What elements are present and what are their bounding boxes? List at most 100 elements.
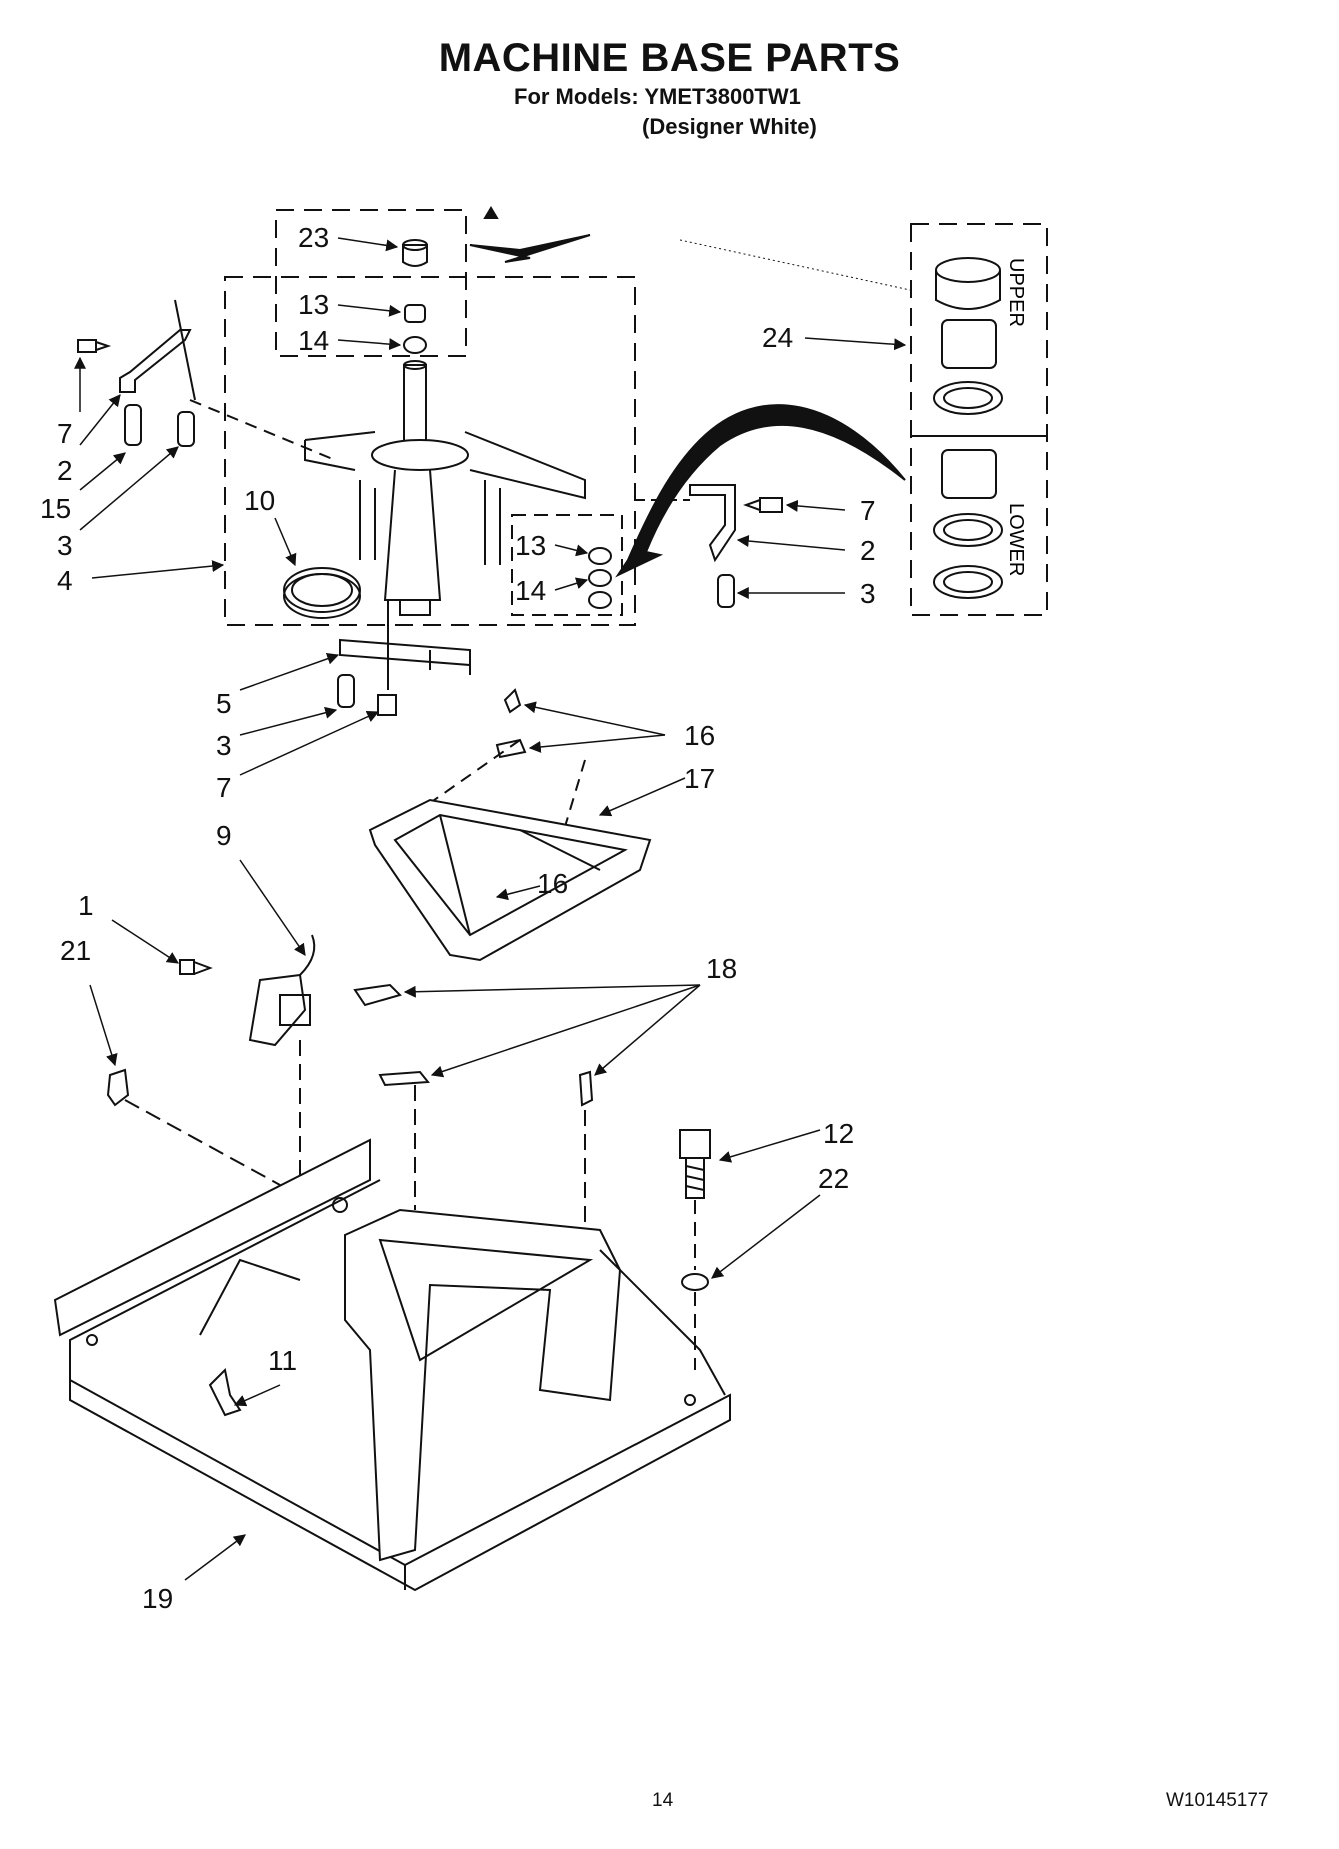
callout-3a: 3	[57, 530, 73, 561]
washer-13-lower	[588, 547, 612, 565]
clip-21-dash	[124, 1099, 281, 1186]
curved-bearing-arrow	[615, 404, 906, 578]
callout-10: 10	[244, 485, 275, 516]
leader-dotted-24	[679, 239, 911, 291]
callout-19: 19	[142, 1583, 173, 1614]
machine-base-19	[53, 1138, 731, 1592]
kit-label-lower: LOWER	[1005, 503, 1027, 576]
bearing-kit-upper	[933, 257, 1003, 415]
callout-7c: 7	[216, 772, 232, 803]
leader-arrow-1	[111, 919, 180, 964]
pad-18-a	[353, 983, 402, 1007]
clip-16-a	[503, 688, 522, 714]
leader-arrow-7c	[239, 711, 380, 776]
callout-12: 12	[823, 1118, 854, 1149]
callout-1: 1	[78, 890, 94, 921]
leader-arrow-15	[79, 452, 126, 491]
bearing-kit-box	[910, 223, 1048, 616]
bracket-9	[248, 934, 316, 1047]
callout-13a: 13	[298, 289, 329, 320]
bearing-cap-23	[402, 239, 428, 267]
callout-17: 17	[684, 763, 715, 794]
left-spring-15	[124, 404, 142, 446]
leader-arrow-9	[239, 859, 306, 956]
pad-18-c	[578, 1070, 594, 1107]
callout-21: 21	[60, 935, 91, 966]
callout-13b: 13	[515, 530, 546, 561]
callout-14b: 14	[515, 575, 546, 606]
right-spring-3	[717, 574, 735, 608]
leader-arrow-17	[598, 777, 686, 817]
large-pointer-arrow	[469, 234, 591, 263]
callout-16a: 16	[684, 720, 715, 751]
leader-arrow-2a	[79, 394, 121, 446]
leader-arrow-18b	[430, 984, 701, 1078]
leveling-leg-12	[679, 1129, 711, 1199]
right-screw-7	[743, 497, 783, 513]
screw-7-lower	[377, 694, 397, 716]
indicator-triangle	[483, 206, 499, 219]
pad-18-b	[378, 1070, 430, 1087]
leader-arrow-22	[711, 1194, 821, 1279]
callout-11: 11	[268, 1345, 297, 1376]
top-bearing-group-box	[275, 209, 467, 357]
left-bracket-2	[119, 299, 196, 401]
clip-21	[106, 1068, 130, 1107]
kit-label-upper: UPPER	[1005, 258, 1027, 327]
washer-14-lower-a	[588, 569, 612, 587]
bearing-kit-lower	[933, 449, 1003, 599]
leader-arrow-14b	[554, 577, 589, 591]
spring-3-lower	[337, 674, 355, 708]
leader-arrow-3c	[239, 706, 338, 736]
callout-14a: 14	[298, 325, 329, 356]
callout-22: 22	[818, 1163, 849, 1194]
callout-9: 9	[216, 820, 232, 851]
bracket-5	[339, 638, 471, 675]
leader-arrow-2b	[736, 535, 846, 551]
gearcase-group-box	[224, 276, 636, 626]
leader-arrow-19	[184, 1534, 246, 1581]
leader-arrow-13b	[554, 544, 589, 557]
clip-dash-16	[419, 739, 521, 811]
leader-arrow-5	[239, 652, 340, 691]
suspension-frame-17	[368, 798, 652, 962]
callout-15: 15	[40, 493, 71, 524]
leader-arrow-18a	[403, 984, 701, 998]
right-bracket-2	[689, 484, 736, 563]
callout-24: 24	[762, 322, 793, 353]
callout-16b: 16	[537, 868, 568, 899]
left-screw-7	[77, 339, 112, 353]
callout-3b: 3	[860, 578, 876, 609]
document-number: W10145177	[1166, 1790, 1269, 1811]
leader-arrow-23	[337, 237, 399, 252]
callout-23: 23	[298, 222, 329, 253]
leader-arrow-16b	[495, 885, 541, 901]
callout-5: 5	[216, 688, 232, 719]
callout-4: 4	[57, 565, 73, 596]
page-number: 14	[652, 1790, 674, 1811]
leader-arrow-16a	[523, 701, 666, 736]
lower-washer-group-box	[511, 514, 623, 616]
seal-ring-10	[283, 567, 361, 619]
leader-arrow-21	[89, 984, 118, 1067]
models-line: For Models: YMET3800TW1	[514, 84, 801, 109]
leader-arrow-7b	[785, 499, 846, 512]
callout-3c: 3	[216, 730, 232, 761]
washer-14-upper	[403, 336, 427, 354]
leader-arrow-10	[274, 517, 297, 567]
leader-arrow-16a2	[528, 734, 666, 753]
page-title: MACHINE BASE PARTS	[438, 36, 901, 80]
leader-arrow-13a	[337, 304, 402, 317]
leader-arrow-3a	[79, 446, 179, 531]
leader-arrow-14a	[337, 338, 402, 351]
leader-arrow-4	[91, 560, 225, 579]
callout-2b: 2	[860, 535, 876, 566]
clip-16-b	[495, 738, 527, 759]
callout-7b: 7	[860, 495, 876, 526]
screw-1	[179, 959, 213, 975]
callout-7a: 7	[57, 418, 73, 449]
washer-22	[681, 1273, 709, 1291]
callout-18: 18	[706, 953, 737, 984]
